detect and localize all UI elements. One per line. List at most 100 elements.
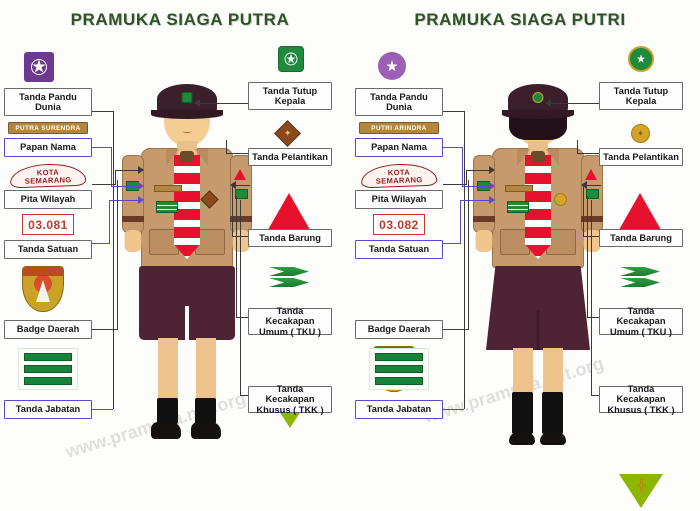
connector [547, 103, 599, 104]
arm-left [122, 155, 144, 252]
connector [462, 147, 463, 187]
connector-arrow [545, 99, 551, 107]
name-board-tag: PUTRI ARINDRA [359, 122, 439, 134]
cap-badge-icon [181, 92, 193, 103]
name-board-on-uniform [505, 185, 533, 192]
label-tanda-pelantikan[interactable]: Tanda Pelantikan [248, 148, 332, 166]
label-tku[interactable]: Tanda Kecakapan Umum ( TKU ) [599, 306, 683, 337]
connector [226, 153, 248, 154]
connector [443, 111, 465, 112]
connector [583, 185, 601, 186]
mouth [182, 130, 192, 133]
unit-number-badge: 03.081 [22, 214, 74, 235]
label-tanda-tutup-kepala[interactable]: Tanda Tutup Kepala [248, 82, 332, 110]
leg-left [158, 338, 178, 400]
label-tanda-satuan[interactable]: Tanda Satuan [355, 240, 443, 259]
label-papan-nama[interactable]: Papan Nama [4, 138, 92, 157]
connector [577, 153, 599, 154]
connector [232, 185, 233, 237]
cap-badge-icon [278, 46, 304, 72]
figure-siaga-putri [473, 70, 603, 470]
connector-arrow [138, 196, 144, 204]
pelantikan-on-uniform [554, 193, 567, 206]
shoe-right [540, 432, 566, 445]
label-tanda-satuan[interactable]: Tanda Satuan [4, 240, 92, 259]
world-scout-badge-icon [378, 52, 406, 80]
connector [92, 243, 110, 244]
pelantikan-on-uniform [200, 190, 219, 209]
label-tku[interactable]: Tanda Kecakapan Umum ( TKU ) [248, 306, 332, 337]
cap-badge-icon [532, 92, 544, 103]
connector [443, 184, 467, 185]
position-insignia-icon [18, 348, 78, 390]
connector [466, 170, 467, 185]
connector [117, 180, 118, 330]
cap [151, 84, 223, 119]
connector [443, 243, 461, 244]
connector-arrow [194, 99, 200, 107]
neckerchief [525, 155, 551, 259]
connector [587, 196, 588, 318]
connector [236, 196, 237, 318]
label-tanda-pandu-dunia[interactable]: Tanda Pandu Dunia [355, 88, 443, 116]
connector [196, 103, 248, 104]
connector [109, 200, 110, 244]
connector-arrow [138, 182, 144, 190]
world-scout-badge-icon [24, 52, 54, 82]
label-tanda-barung[interactable]: Tanda Barung [248, 229, 332, 247]
label-badge-daerah[interactable]: Badge Daerah [4, 320, 92, 339]
position-insignia-icon [369, 348, 429, 390]
skirt [486, 266, 590, 350]
connector [111, 147, 112, 187]
connector [587, 317, 599, 318]
connector [583, 185, 584, 237]
label-badge-daerah[interactable]: Badge Daerah [355, 320, 443, 339]
connector [443, 329, 469, 330]
shirt [473, 141, 603, 268]
head [483, 70, 593, 150]
connector [240, 395, 248, 396]
connector [92, 111, 114, 112]
label-tanda-jabatan[interactable]: Tanda Jabatan [4, 400, 92, 419]
label-tkk[interactable]: Tanda Kecakapan Khusus ( TKK ) [248, 384, 332, 415]
connector-arrow [489, 182, 495, 190]
label-papan-nama[interactable]: Papan Nama [355, 138, 443, 157]
connector-arrow [230, 181, 236, 189]
label-tanda-barung[interactable]: Tanda Barung [599, 229, 683, 247]
connector [92, 147, 112, 148]
neckerchief-knot [531, 151, 545, 162]
label-tanda-jabatan[interactable]: Tanda Jabatan [355, 400, 443, 419]
name-board-tag: PUTRA SURENDRA [8, 122, 88, 134]
shorts [139, 266, 235, 340]
name-board-on-uniform [154, 185, 182, 192]
connector [462, 186, 490, 187]
barung-badge-icon [265, 193, 313, 235]
connector [92, 329, 118, 330]
pelantikan-badge-icon: ✦ [631, 124, 650, 143]
label-tkk[interactable]: Tanda Kecakapan Khusus ( TKK ) [599, 384, 683, 415]
connector [464, 111, 465, 409]
label-pita-wilayah[interactable]: Pita Wilayah [4, 190, 92, 209]
shoe-right [191, 422, 221, 439]
connector [460, 200, 461, 244]
connector [466, 170, 490, 171]
neckerchief-knot [180, 151, 194, 162]
connector [226, 140, 227, 154]
label-tanda-tutup-kepala[interactable]: Tanda Tutup Kepala [599, 82, 683, 110]
connector [443, 409, 464, 410]
connector [92, 184, 116, 185]
sock-left [157, 398, 178, 424]
label-tanda-pelantikan[interactable]: Tanda Pelantikan [599, 148, 683, 166]
label-pita-wilayah[interactable]: Pita Wilayah [355, 190, 443, 209]
connector [577, 140, 578, 154]
connector-arrow [489, 166, 495, 174]
unit-number-badge: 03.082 [373, 214, 425, 235]
shoe-left [509, 432, 535, 445]
head [132, 70, 242, 150]
connector [111, 186, 139, 187]
neckerchief [174, 155, 200, 259]
sock-right [542, 392, 563, 434]
region-ribbon-tag: KOTA SEMARANG [9, 162, 87, 189]
label-tanda-pandu-dunia[interactable]: Tanda Pandu Dunia [4, 88, 92, 116]
